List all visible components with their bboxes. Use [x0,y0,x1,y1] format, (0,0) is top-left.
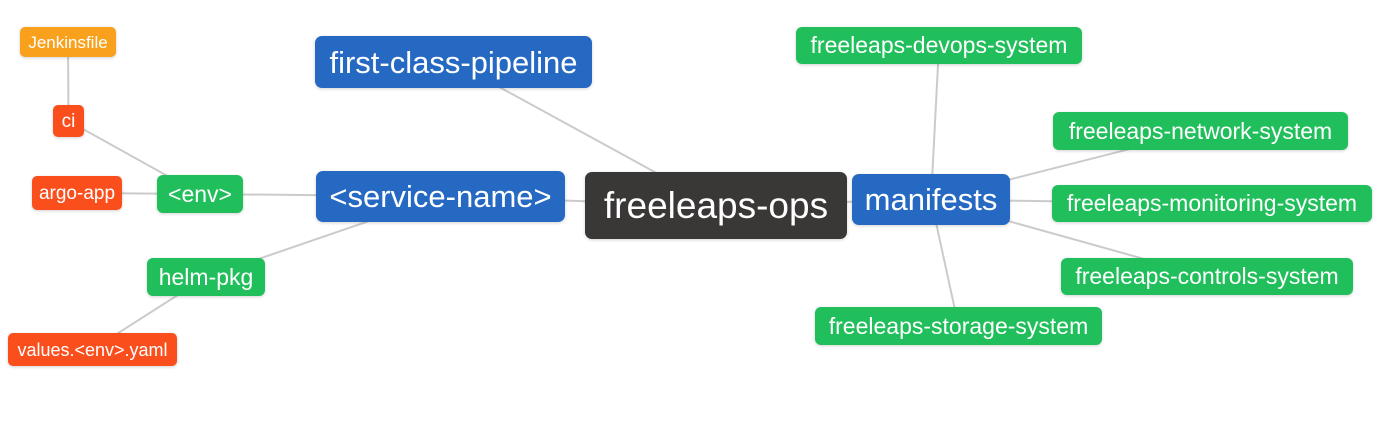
node-label: freeleaps-storage-system [828,312,1089,339]
node-label: manifests [864,182,998,217]
node-service-name[interactable]: <service-name> [316,171,565,222]
node-freeleaps-controls-system[interactable]: freeleaps-controls-system [1061,258,1353,295]
node-freeleaps-monitoring-system[interactable]: freeleaps-monitoring-system [1052,185,1372,222]
node-label: argo-app [38,182,116,204]
node-ci[interactable]: ci [53,105,84,137]
node-values-env-yaml[interactable]: values.<env>.yaml [8,333,177,366]
node-freeleaps-ops[interactable]: freeleaps-ops [585,172,847,239]
node-label: <env> [168,180,232,207]
node-manifests[interactable]: manifests [852,174,1010,225]
node-freeleaps-devops-system[interactable]: freeleaps-devops-system [796,27,1082,64]
node-first-class-pipeline[interactable]: first-class-pipeline [315,36,592,88]
node-argo-app[interactable]: argo-app [32,176,122,210]
node-env[interactable]: <env> [157,175,243,213]
node-label: freeleaps-controls-system [1075,263,1339,289]
node-label: helm-pkg [158,263,254,290]
node-label: freeleaps-network-system [1068,117,1333,144]
node-jenkinsfile[interactable]: Jenkinsfile [20,27,116,57]
node-label: freeleaps-ops [603,185,829,226]
node-label: ci [61,110,76,132]
node-label: <service-name> [329,179,552,214]
node-label: freeleaps-devops-system [810,32,1068,58]
node-label: Jenkinsfile [28,32,108,52]
node-label: values.<env>.yaml [17,339,168,360]
node-helm-pkg[interactable]: helm-pkg [147,258,265,296]
node-freeleaps-storage-system[interactable]: freeleaps-storage-system [815,307,1102,345]
node-freeleaps-network-system[interactable]: freeleaps-network-system [1053,112,1348,150]
node-label: first-class-pipeline [329,44,578,80]
node-label: freeleaps-monitoring-system [1066,190,1358,216]
